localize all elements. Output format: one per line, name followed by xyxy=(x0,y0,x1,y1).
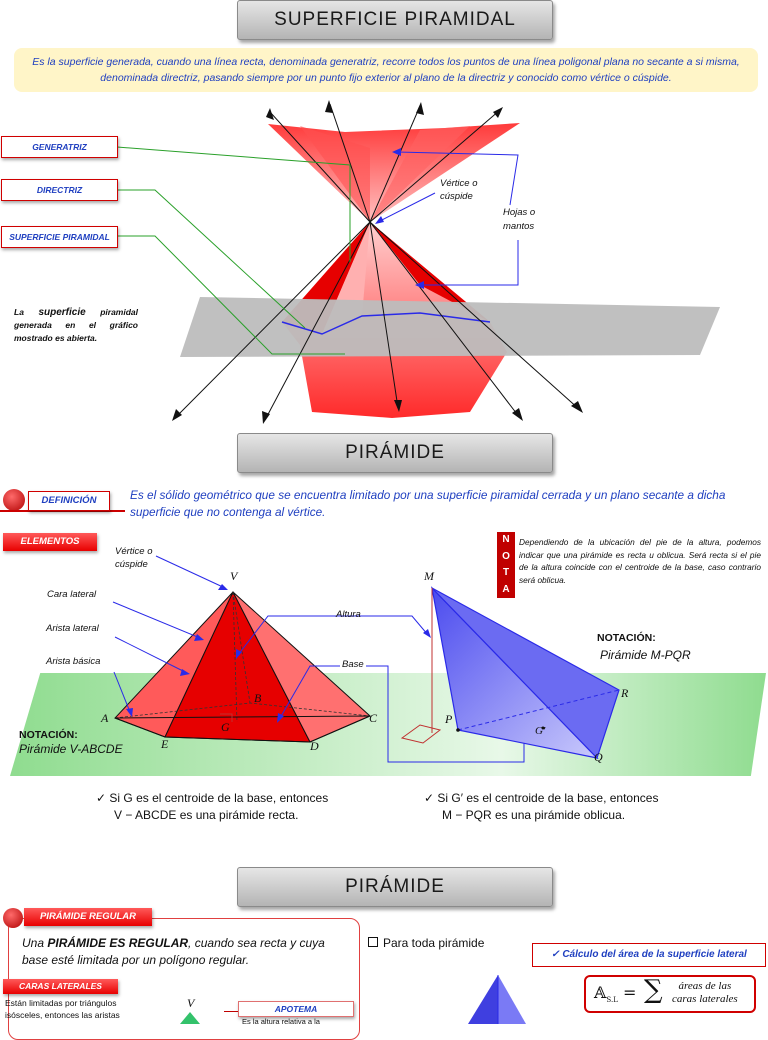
label-altura: Altura xyxy=(336,609,361,620)
label-directriz: DIRECTRIZ xyxy=(1,179,118,201)
label-vertice-1: Vértice o xyxy=(115,546,153,557)
regular-point-V: V xyxy=(187,996,195,1010)
point-A: A xyxy=(101,711,109,725)
formula-box: 𝔸S.L = ∑ áreas de las caras laterales xyxy=(584,975,756,1013)
apotema-text: Es la altura relativa a la xyxy=(242,1017,320,1026)
regular-pyramid-mini xyxy=(180,1012,200,1024)
notacion-label-right: NOTACIÓN: xyxy=(597,632,656,644)
label-arista-basica: Arista básica xyxy=(46,656,101,667)
label-cara-lateral: Cara lateral xyxy=(47,589,97,600)
point-R: R xyxy=(621,686,629,700)
section-title-piramide-2: PIRÁMIDE xyxy=(237,867,553,907)
vertex-label-line1: Vértice o xyxy=(440,178,478,189)
definicion-underline xyxy=(0,510,125,512)
nota-letters: N O T A xyxy=(497,532,515,598)
blue-pyramid-mini xyxy=(468,975,526,1024)
label-definicion: DEFINICIÓN xyxy=(28,491,110,511)
calculo-box: ✓ Cálculo del área de la superficie late… xyxy=(532,943,766,967)
notacion-label-left: NOTACIÓN: xyxy=(19,729,78,741)
point-P: P xyxy=(445,712,453,726)
point-E: E xyxy=(161,737,169,751)
label-base: Base xyxy=(342,659,364,670)
check-left: ✓ Si G es el centroide de la base, enton… xyxy=(96,791,329,822)
note-abierta: La superficie piramidal generada en el g… xyxy=(14,307,138,343)
notacion-value-right: Pirámide M-PQR xyxy=(600,648,691,662)
label-arista-lateral: Arista lateral xyxy=(46,623,99,634)
nota-text: Dependiendo de la ubicación del pie de l… xyxy=(519,537,761,585)
directriz-line xyxy=(281,312,491,335)
label-vertice-2: cúspide xyxy=(115,559,148,570)
point-V: V xyxy=(230,569,238,583)
point-Q: Q xyxy=(594,750,603,764)
piramide-diagram xyxy=(112,555,620,763)
label-elementos: ELEMENTOS xyxy=(3,533,97,551)
point-G: G xyxy=(221,720,230,734)
label-caras-laterales: CARAS LATERALES xyxy=(3,979,118,994)
point-M: M xyxy=(424,569,434,583)
label-apotema: APOTEMA xyxy=(238,1001,354,1017)
check-icon: ✓ xyxy=(96,791,107,805)
face-mqr xyxy=(431,587,620,760)
point-C: C xyxy=(369,711,378,725)
definicion-text: Es el sólido geométrico que se encuentra… xyxy=(130,488,726,519)
regular-text: Una PIRÁMIDE ES REGULAR, cuando sea rect… xyxy=(22,936,325,967)
apotema-line xyxy=(224,1011,238,1012)
label-generatriz: GENERATRIZ xyxy=(1,136,118,158)
notacion-value-left: Pirámide V-ABCDE xyxy=(19,742,123,756)
section-title-superficie: SUPERFICIE PIRAMIDAL xyxy=(237,0,553,40)
checkbox-icon xyxy=(368,937,378,947)
point-Gp: G' xyxy=(535,725,546,737)
check-icon: ✓ xyxy=(424,791,435,805)
regular-bullet xyxy=(3,908,23,928)
section-title-piramide: PIRÁMIDE xyxy=(237,433,553,473)
label-superficie-piramidal: SUPERFICIE PIRAMIDAL xyxy=(1,226,118,248)
hojas-label-line2: mantos xyxy=(503,221,535,232)
check-icon: ✓ xyxy=(551,949,560,960)
hojas-label-line1: Hojas o xyxy=(503,207,536,218)
para-toda: Para toda pirámide xyxy=(368,936,484,950)
vertex-label-line2: cúspide xyxy=(440,191,473,202)
label-piramide-regular: PIRÁMIDE REGULAR xyxy=(24,908,152,926)
point-D: D xyxy=(310,739,319,753)
caras-text: Están limitadas por triángulos isósceles… xyxy=(5,998,120,1020)
upper-nappe xyxy=(268,123,520,222)
superficie-piramidal-diagram xyxy=(116,100,720,424)
point-B: B xyxy=(254,691,262,705)
definicion-bullet xyxy=(3,489,25,511)
intro-text: Es la superficie generada, cuando una lí… xyxy=(14,48,758,92)
check-right: ✓ Si G′ es el centroide de la base, ento… xyxy=(424,791,659,822)
